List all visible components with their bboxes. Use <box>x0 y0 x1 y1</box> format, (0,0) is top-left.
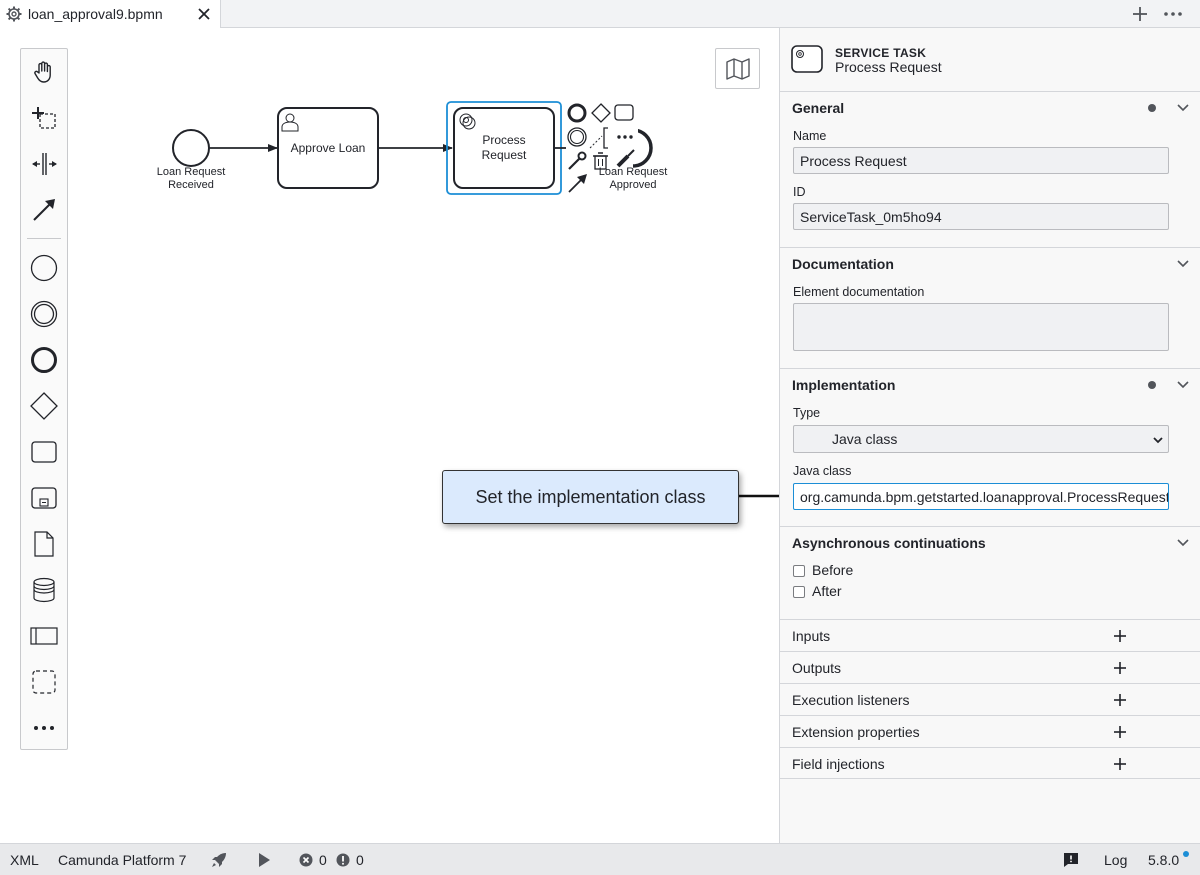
end-event-label: Loan Request Approved <box>597 166 669 192</box>
version-label[interactable]: 5.8.0 <box>1148 852 1179 868</box>
modeling-canvas[interactable]: Loan Request Received Approve Loan Proce… <box>0 28 779 843</box>
log-toggle[interactable]: Log <box>1104 852 1127 868</box>
group-documentation-title: Documentation <box>792 256 894 272</box>
chevron-down-icon[interactable] <box>1176 101 1190 115</box>
append-intermediate-event-icon[interactable] <box>568 128 586 146</box>
type-label: Type <box>793 406 820 420</box>
gear-icon <box>6 6 22 22</box>
warning-count: 0 <box>356 852 364 868</box>
group-execution-listeners[interactable]: Execution listeners <box>780 683 1200 715</box>
error-count: 0 <box>319 852 327 868</box>
name-field[interactable]: Process Request <box>793 147 1169 174</box>
add-plus-icon[interactable] <box>1112 724 1128 740</box>
java-class-label: Java class <box>793 464 851 478</box>
text-annotation-icon[interactable] <box>590 128 608 148</box>
warning-icon[interactable] <box>336 853 350 867</box>
panel-header: SERVICE TASK Process Request <box>780 28 1200 92</box>
group-general-dot <box>1148 104 1156 112</box>
paintbrush-icon[interactable] <box>618 150 634 166</box>
element-documentation-label: Element documentation <box>793 285 924 299</box>
start-event-label: Loan Request Received <box>151 166 231 192</box>
xml-toggle[interactable]: XML <box>10 852 39 868</box>
new-tab-plus-icon[interactable] <box>1131 5 1149 23</box>
platform-selector[interactable]: Camunda Platform 7 <box>58 852 186 868</box>
java-class-field[interactable]: org.camunda.bpm.getstarted.loanapproval.… <box>793 483 1169 510</box>
more-context-icon[interactable] <box>612 127 638 145</box>
tab-filename: loan_approval9.bpmn <box>28 6 163 22</box>
service-task-icon <box>791 45 823 73</box>
chevron-down-icon[interactable] <box>1176 378 1190 392</box>
group-inputs-title: Inputs <box>792 628 830 644</box>
element-type: SERVICE TASK <box>835 46 926 60</box>
group-implementation-title: Implementation <box>792 377 895 393</box>
add-plus-icon[interactable] <box>1112 692 1128 708</box>
group-implementation-dot <box>1148 381 1156 389</box>
chevron-down-icon <box>1152 434 1164 446</box>
more-options-icon[interactable] <box>1163 5 1183 23</box>
element-documentation-field[interactable] <box>793 303 1169 351</box>
append-end-event-icon[interactable] <box>569 105 585 121</box>
close-icon[interactable] <box>196 6 212 22</box>
chevron-down-icon[interactable] <box>1176 257 1190 271</box>
play-icon[interactable] <box>257 852 271 868</box>
rocket-icon[interactable] <box>210 851 228 869</box>
user-task-label: Approve Loan <box>280 110 376 186</box>
group-general-header[interactable]: General <box>780 92 1200 124</box>
group-field-injections[interactable]: Field injections <box>780 747 1200 779</box>
group-execution-listeners-title: Execution listeners <box>792 692 910 708</box>
async-before-checkbox[interactable] <box>793 565 805 577</box>
error-icon[interactable] <box>299 853 313 867</box>
append-task-icon[interactable] <box>615 105 633 120</box>
id-field[interactable]: ServiceTask_0m5ho94 <box>793 203 1169 230</box>
group-extension-properties-title: Extension properties <box>792 724 920 740</box>
group-extension-properties[interactable]: Extension properties <box>780 715 1200 747</box>
chevron-down-icon[interactable] <box>1176 536 1190 550</box>
async-after-checkbox[interactable] <box>793 586 805 598</box>
wrench-icon[interactable] <box>569 153 586 170</box>
bpmn-diagram <box>0 28 779 843</box>
add-plus-icon[interactable] <box>1112 756 1128 772</box>
start-event[interactable] <box>173 130 209 166</box>
tab-loan-approval[interactable]: loan_approval9.bpmn <box>0 0 221 28</box>
group-field-injections-title: Field injections <box>792 756 885 772</box>
type-select-value: Java class <box>832 431 897 447</box>
group-async-header[interactable]: Asynchronous continuations <box>780 527 1200 559</box>
type-select[interactable]: Java class <box>793 425 1169 453</box>
group-outputs-title: Outputs <box>792 660 841 676</box>
group-general-title: General <box>792 100 844 116</box>
status-bar: XML Camunda Platform 7 0 0 Log 5.8.0 <box>0 843 1200 875</box>
group-implementation-header[interactable]: Implementation <box>780 369 1200 401</box>
group-async-title: Asynchronous continuations <box>792 535 986 551</box>
async-before-label: Before <box>812 562 853 578</box>
append-gateway-icon[interactable] <box>592 104 610 122</box>
async-after-label: After <box>812 583 842 599</box>
feedback-icon[interactable] <box>1063 852 1079 868</box>
connect-arrow-icon[interactable] <box>569 174 587 192</box>
add-plus-icon[interactable] <box>1112 660 1128 676</box>
group-outputs[interactable]: Outputs <box>780 651 1200 683</box>
update-dot <box>1183 851 1189 857</box>
add-plus-icon[interactable] <box>1112 628 1128 644</box>
element-name: Process Request <box>835 59 942 75</box>
group-documentation-header[interactable]: Documentation <box>780 248 1200 280</box>
id-label: ID <box>793 185 806 199</box>
service-task-label: Process Request <box>466 110 542 186</box>
group-inputs[interactable]: Inputs <box>780 619 1200 651</box>
instruction-callout: Set the implementation class <box>442 470 739 524</box>
name-label: Name <box>793 129 826 143</box>
properties-panel: SERVICE TASK Process Request General Nam… <box>779 28 1200 843</box>
tab-bar: loan_approval9.bpmn <box>0 0 1200 28</box>
